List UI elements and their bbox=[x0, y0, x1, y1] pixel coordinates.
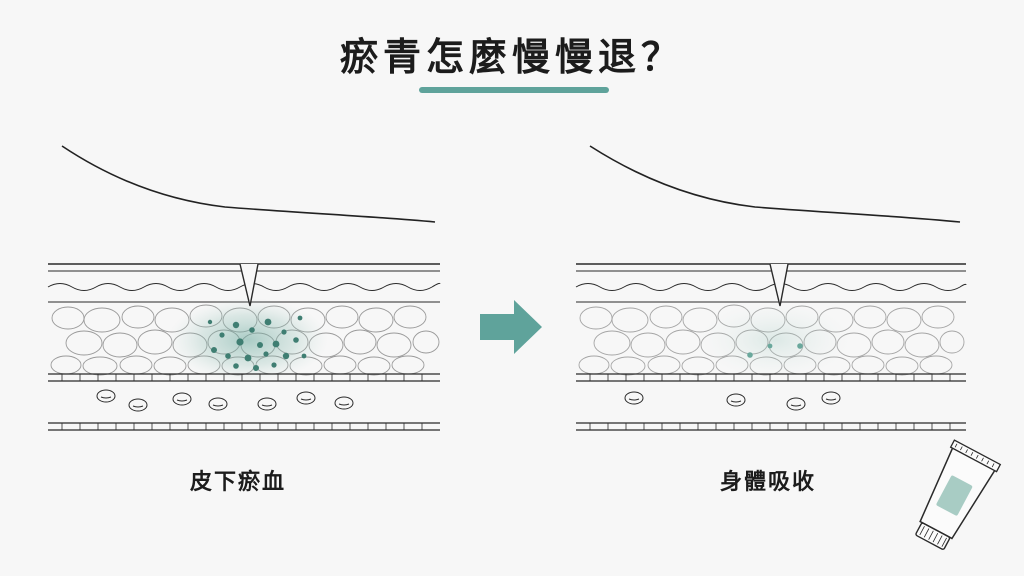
left-skin-diagram bbox=[47, 145, 441, 431]
panel-label-right: 身體吸收 bbox=[720, 470, 817, 495]
right-skin-diagram bbox=[575, 145, 967, 431]
left-bruise-area bbox=[168, 298, 328, 382]
arrow-right-icon bbox=[480, 300, 542, 354]
left-bruise-dots bbox=[207, 315, 307, 371]
left-blood-cells bbox=[96, 389, 354, 412]
right-membrane-bottom bbox=[576, 422, 966, 431]
right-skin-notch bbox=[769, 263, 789, 307]
left-finger-contour bbox=[61, 145, 436, 223]
right-bruise-area bbox=[700, 302, 850, 378]
left-membrane-top bbox=[48, 373, 440, 382]
page-title: 瘀青怎麼慢慢退？ bbox=[339, 35, 684, 79]
right-finger-contour bbox=[589, 145, 961, 223]
left-membrane-bottom bbox=[48, 422, 440, 431]
right-blood-cells bbox=[624, 391, 841, 411]
panel-label-left: 皮下瘀血 bbox=[190, 470, 287, 495]
right-bruise-dots bbox=[747, 343, 803, 358]
right-membrane-top bbox=[576, 373, 966, 382]
title-underline bbox=[419, 87, 609, 93]
left-skin-notch bbox=[239, 263, 259, 307]
ointment-tube-icon bbox=[915, 439, 1002, 550]
